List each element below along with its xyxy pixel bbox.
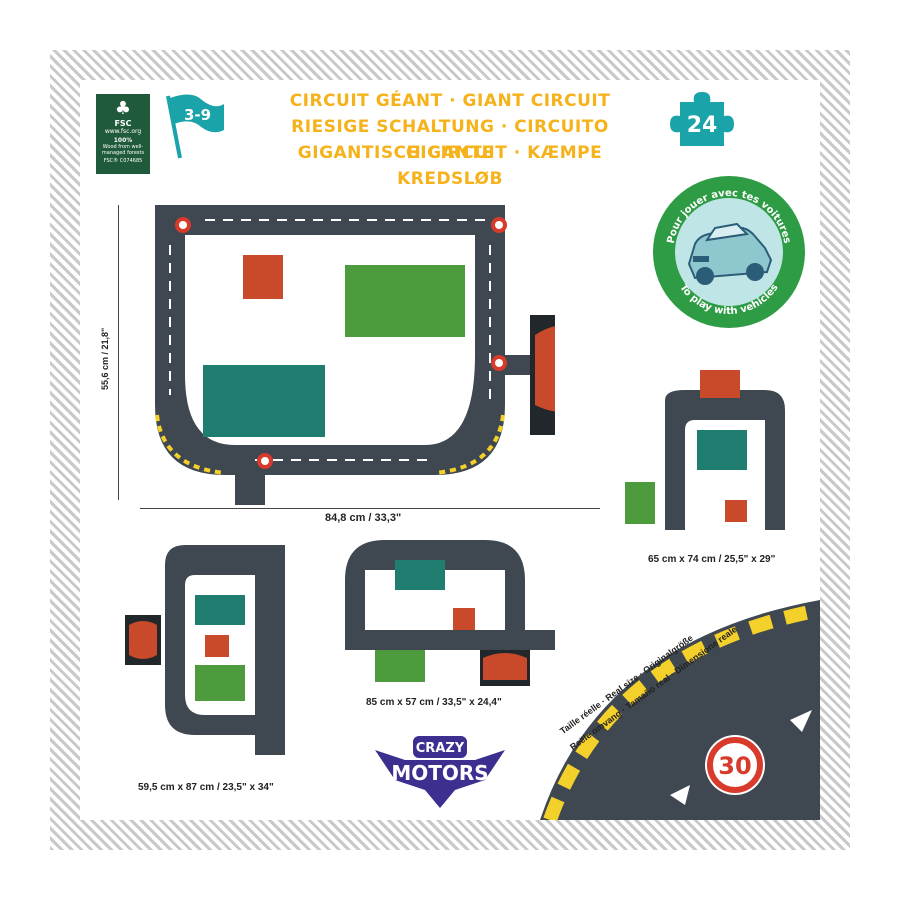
alt-layout-1 (625, 360, 795, 540)
width-arrow (140, 508, 600, 509)
fsc-code: FSC® C074685 (103, 158, 143, 164)
fsc-logo: ♣ FSC www.fsc.org 100% Wood from well-ma… (96, 94, 150, 174)
main-width-dim: 84,8 cm / 33,3" (325, 512, 402, 524)
age-range: 3-9 (184, 106, 211, 124)
vehicle-badge: Pour jouer avec tes voitures To play wit… (653, 176, 805, 328)
alt-layout-3-dim: 85 cm x 57 cm / 33,5" x 24,4" (366, 697, 502, 708)
title-line-1: CIRCUIT GÉANT · GIANT CIRCUIT (289, 91, 611, 111)
fsc-site: www.fsc.org (104, 128, 142, 135)
fsc-percent: 100% (113, 137, 133, 144)
speed-sign: 30 (718, 752, 751, 780)
fsc-desc: Wood from well-managed forests (101, 144, 145, 156)
brand-line-2: MOTORS (391, 761, 488, 785)
alt-layout-3 (345, 540, 565, 690)
car-icon (687, 222, 773, 285)
puzzle-piece-icon: 24 (670, 92, 734, 146)
fsc-brand: FSC (114, 119, 132, 128)
real-size-road: 30 (540, 600, 820, 820)
alt-layout-2-dim: 59,5 cm x 87 cm / 23,5" x 34" (138, 782, 274, 793)
package-back-panel: ♣ FSC www.fsc.org 100% Wood from well-ma… (80, 80, 820, 820)
main-circuit (135, 205, 600, 505)
main-height-dim: 55,6 cm / 21,8" (100, 327, 110, 390)
alt-layout-2 (125, 535, 295, 765)
title-line-3: GIGANTISCH CIRCUIT · KÆMPE KREDSLØB (297, 143, 603, 189)
fsc-tree-icon: ♣ (114, 98, 132, 119)
alt-layout-1-dim: 65 cm x 74 cm / 25,5" x 29" (648, 554, 776, 565)
badge-inner-circle (675, 198, 783, 306)
title-line-2: RIESIGE SCHALTUNG · CIRCUITO GIGANTE (291, 117, 609, 163)
crazy-motors-logo: CRAZY MOTORS (375, 736, 505, 808)
height-arrow (118, 205, 119, 500)
brand-line-1: CRAZY (416, 741, 465, 756)
age-flag-icon: 3-9 (166, 94, 224, 159)
piece-count: 24 (687, 113, 718, 138)
